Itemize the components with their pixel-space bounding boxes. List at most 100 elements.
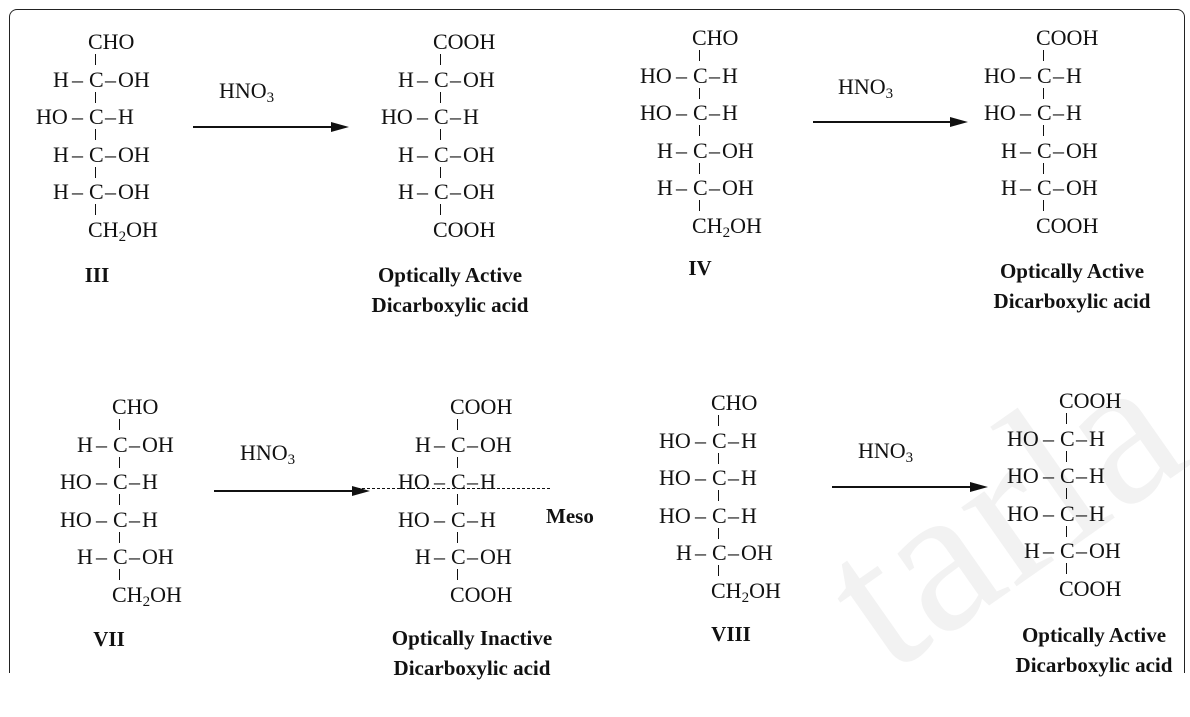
left-substituent: H xyxy=(53,179,69,204)
reagent-formula: HNO xyxy=(838,74,886,99)
backbone-bond xyxy=(1066,563,1068,574)
right-substituent: H xyxy=(741,465,757,490)
reaction-arrow xyxy=(813,121,952,123)
right-substituent: H xyxy=(741,427,757,453)
left-bond: – xyxy=(1043,538,1054,563)
terminal-group: COOH xyxy=(433,31,495,53)
right-substituent: H xyxy=(480,506,496,532)
backbone-bond xyxy=(1066,525,1068,537)
left-substituent: HO xyxy=(1007,463,1039,488)
left-substituent: HO xyxy=(398,469,430,494)
left-substituent: HO xyxy=(398,506,430,532)
left-bond: – xyxy=(1043,500,1054,526)
meso-label: Meso xyxy=(546,504,594,528)
left-bond: – xyxy=(72,104,83,129)
left-substituent: HO xyxy=(1007,500,1039,526)
right-substituent: OH xyxy=(722,175,754,200)
group-text: CH xyxy=(88,216,119,242)
backbone-bond xyxy=(1043,50,1045,61)
stereocenter-carbon: C xyxy=(451,431,466,457)
right-substituent: OH xyxy=(118,179,150,204)
group-text-tail: OH xyxy=(730,212,762,238)
reaction-arrow xyxy=(193,126,333,128)
left-bond: – xyxy=(676,62,687,88)
backbone-bond xyxy=(718,415,720,426)
right-substituent: OH xyxy=(463,66,495,92)
backbone-bond xyxy=(699,125,701,136)
left-bond: – xyxy=(72,141,83,167)
stereocenter-carbon: C xyxy=(113,506,128,532)
left-bond: – xyxy=(72,179,83,204)
product-label: Optically Active xyxy=(377,263,523,287)
left-bond: – xyxy=(695,465,706,490)
stereocenter-carbon: C xyxy=(1060,538,1075,563)
left-bond: – xyxy=(695,427,706,453)
left-bond: – xyxy=(96,469,107,494)
right-bond: – xyxy=(709,100,720,125)
stereocenter-carbon: C xyxy=(434,104,449,129)
right-bond: – xyxy=(709,62,720,88)
right-bond: – xyxy=(709,175,720,200)
right-bond: – xyxy=(709,137,720,163)
left-bond: – xyxy=(1043,463,1054,488)
product-label: Dicarboxylic acid xyxy=(393,656,551,680)
left-substituent: H xyxy=(398,179,414,204)
reagent-subscript: 3 xyxy=(266,90,275,106)
stereocenter-carbon: C xyxy=(712,502,727,528)
stereocenter-carbon: C xyxy=(434,179,449,204)
backbone-bond xyxy=(699,87,701,99)
right-bond: – xyxy=(728,540,739,565)
group-text-tail: OH xyxy=(749,577,781,603)
reagent-label: HNO3 xyxy=(219,80,274,106)
right-substituent: OH xyxy=(741,540,773,565)
product-label: Dicarboxylic acid xyxy=(371,293,529,317)
right-bond: – xyxy=(1076,500,1087,526)
right-substituent: H xyxy=(463,104,479,129)
left-substituent: H xyxy=(1001,175,1017,200)
right-bond: – xyxy=(1076,425,1087,451)
right-bond: – xyxy=(450,104,461,129)
right-substituent: OH xyxy=(480,431,512,457)
terminal-group: COOH xyxy=(433,218,495,241)
backbone-bond xyxy=(119,419,121,430)
right-bond: – xyxy=(450,141,461,167)
compound-label: III xyxy=(84,263,110,287)
left-bond: – xyxy=(1020,62,1031,88)
terminal-group: CH2OH xyxy=(692,212,762,240)
left-substituent: HO xyxy=(984,100,1016,125)
stereocenter-carbon: C xyxy=(89,66,104,92)
stereocenter-carbon: C xyxy=(451,506,466,532)
right-substituent: OH xyxy=(142,431,174,457)
backbone-bond xyxy=(440,129,442,140)
reagent-formula: HNO xyxy=(858,438,906,463)
right-substituent: OH xyxy=(142,544,174,569)
left-substituent: H xyxy=(415,431,431,457)
backbone-bond xyxy=(1066,488,1068,499)
right-substituent: OH xyxy=(118,66,150,92)
terminal-group: COOH xyxy=(1036,214,1098,237)
right-substituent: H xyxy=(118,104,134,129)
backbone-bond xyxy=(457,494,459,505)
reagent-formula: HNO xyxy=(240,440,288,465)
right-bond: – xyxy=(1076,463,1087,488)
backbone-bond xyxy=(1043,87,1045,99)
right-bond: – xyxy=(728,502,739,528)
left-substituent: H xyxy=(77,431,93,457)
left-bond: – xyxy=(695,540,706,565)
right-bond: – xyxy=(129,544,140,569)
stereocenter-carbon: C xyxy=(113,469,128,494)
left-bond: – xyxy=(676,137,687,163)
right-bond: – xyxy=(467,431,478,457)
stereocenter-carbon: C xyxy=(1037,175,1052,200)
right-bond: – xyxy=(129,431,140,457)
backbone-bond xyxy=(95,129,97,140)
group-text: CH xyxy=(692,212,723,238)
group-text: CHO xyxy=(112,394,159,419)
stereocenter-carbon: C xyxy=(89,104,104,129)
terminal-group: CH2OH xyxy=(711,577,781,605)
reagent-label: HNO3 xyxy=(858,438,913,466)
terminal-group: CH2OH xyxy=(112,583,182,609)
terminal-group: COOH xyxy=(450,583,512,606)
right-bond: – xyxy=(129,469,140,494)
product-label: Dicarboxylic acid xyxy=(1015,653,1173,677)
